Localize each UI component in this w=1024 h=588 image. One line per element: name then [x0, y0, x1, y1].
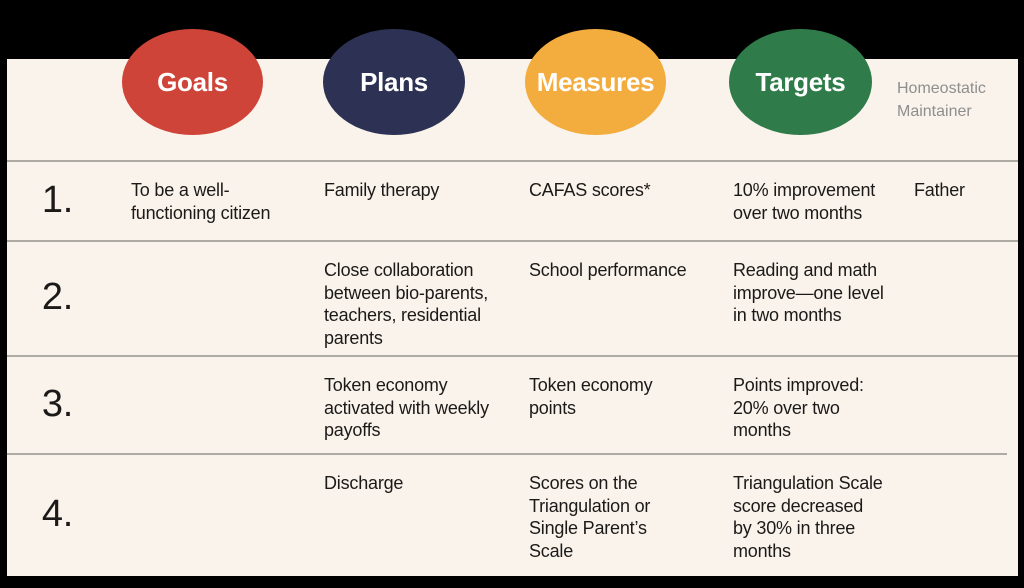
cell-plan: Family therapy: [324, 180, 440, 200]
column-header-goals: Goals: [122, 29, 263, 135]
cell-homeostatic-maintainer: [905, 453, 1018, 576]
cell-target: Triangulation Scale score decreased by 3…: [733, 473, 883, 561]
column-header-plans: Plans: [323, 29, 465, 135]
column-header-targets-label: Targets: [755, 66, 846, 97]
column-header-measures-label: Measures: [536, 66, 655, 97]
row-number: 1.: [41, 178, 74, 221]
column-header-measures: Measures: [525, 29, 666, 135]
cell-measure: CAFAS scores*: [529, 180, 651, 200]
row-divider: [7, 453, 1007, 455]
cell-goal: [122, 240, 315, 355]
row-divider: [7, 240, 1018, 242]
row-number: 4.: [41, 493, 74, 536]
table-body: 1. To be a well- functioning citizen Fam…: [7, 160, 1018, 576]
cell-homeostatic-maintainer: [905, 355, 1018, 453]
cell-goal: [122, 453, 315, 576]
cell-measure: Token economy points: [529, 375, 653, 418]
column-header-homeostatic-maintainer: Homeostatic Maintainer: [897, 80, 986, 120]
cell-target: Points improved: 20% over two months: [733, 375, 864, 440]
cell-plan: Token economy activated with weekly payo…: [324, 375, 489, 440]
cell-target: Reading and math improve—one level in tw…: [733, 260, 884, 325]
column-header-plans-label: Plans: [360, 66, 428, 97]
column-header-targets: Targets: [729, 29, 872, 135]
row-number: 3.: [41, 382, 74, 425]
cell-plan: Discharge: [324, 473, 404, 493]
cell-plan: Close collaboration between bio-parents,…: [324, 260, 489, 348]
row-divider: [7, 160, 1018, 162]
cell-target: 10% improvement over two months: [733, 180, 876, 223]
table-panel: [7, 59, 1018, 576]
cell-measure: School performance: [529, 260, 687, 280]
cell-goal: [122, 355, 315, 453]
column-header-goals-label: Goals: [157, 66, 228, 97]
cell-measure: Scores on the Triangulation or Single Pa…: [529, 473, 651, 561]
cell-goal: To be a well- functioning citizen: [131, 180, 271, 223]
row-number: 2.: [41, 276, 74, 319]
cell-homeostatic-maintainer: Father: [914, 180, 965, 200]
cell-homeostatic-maintainer: [905, 240, 1018, 355]
row-divider: [7, 355, 1018, 357]
